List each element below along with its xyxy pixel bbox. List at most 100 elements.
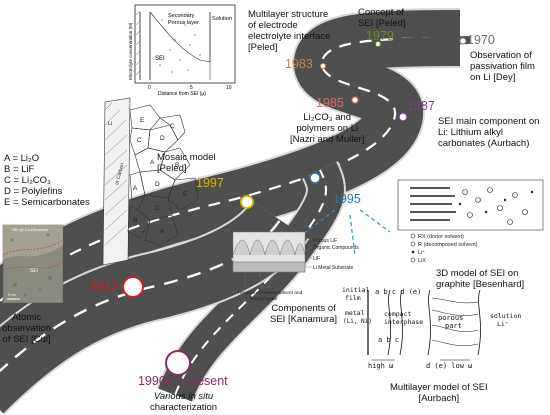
kanamura-figure: Porous LiF Organic Compounds LiF Li Meta… [232, 231, 359, 302]
svg-text:A: A [160, 228, 165, 235]
legend-item-d: D = Polylefins [4, 186, 63, 197]
svg-text:A: A [133, 185, 138, 192]
aurbach-metal-label-1: metal [345, 309, 365, 317]
milestone-1970-line-1: Observation of [470, 50, 532, 61]
aurbach-caption: Multilayer model of SEI [Aurbach] [390, 382, 488, 404]
marker-1995 [309, 172, 321, 184]
svg-text:C: C [170, 123, 175, 130]
peled-yaxis-label: Electrolyte concentration (M) [128, 22, 133, 80]
milestone-1987-line-1: SEI main component on [438, 116, 540, 127]
milestone-1995-line-2: graphite [Besenhard] [436, 279, 525, 290]
milestone-1979-text: Concept of SEI [Peled] [358, 7, 406, 29]
milestone-1985-line-1: Li₂CO₃ and [303, 112, 352, 123]
milestone-1970-text: Observation of passivation film on Li [D… [470, 50, 535, 83]
aurbach-top-letters: a b c d (e) [375, 288, 421, 296]
milestone-1987-text: SEI main component on Li: Lithium alkyl … [438, 116, 539, 149]
year-1985: 1985 [316, 96, 344, 110]
milestone-1983-line-3: electrolyte interface [248, 31, 331, 42]
marker-1979 [375, 41, 381, 47]
aurbach-porous-label-2: part [445, 322, 462, 330]
besenhard-r-label: R (decomposed solvent) [418, 242, 478, 248]
peled-solution-label: Solution [212, 16, 232, 22]
aurbach-initial-label-1: initial [342, 286, 369, 294]
peled-xaxis-label: Distance from SEI (μ) [158, 91, 206, 97]
svg-text:B: B [133, 217, 137, 224]
cui-tem-image: SEI @ Cu Electrode SEI 5 nm [2, 224, 64, 304]
milestone-1995-line-1: 3D model of SEI on [436, 268, 519, 279]
year-1970: 1970 [467, 33, 495, 47]
svg-text:D: D [155, 181, 160, 188]
kanamura-caption-line-1: Components of [271, 303, 336, 314]
cui-scale: 5 nm [8, 293, 16, 297]
aurbach-metal-label-2: (Li, Ni) [343, 318, 372, 325]
peled-sei-label: SEI [155, 56, 165, 62]
mosaic-carbon-label: or Carbon [114, 162, 126, 185]
svg-text:B: B [175, 162, 179, 169]
aurbach-caption-line-1: Multilayer model of SEI [390, 382, 488, 393]
milestone-1997-line-1: Mosaic model [157, 152, 216, 163]
besenhard-lix-label: LiX [418, 258, 426, 264]
mosaic-model-figure [102, 97, 199, 266]
peled-porous-label: Porous layer [168, 20, 199, 26]
milestone-1983-line-4: [Peled] [248, 42, 278, 53]
cui-title: SEI @ Cu Electrode [12, 227, 49, 232]
besenhard-rx-icon [410, 233, 416, 239]
peled-secondary-label: Secondary [168, 13, 195, 19]
milestone-1987-line-3: carbonates (Aurbach) [438, 138, 530, 149]
year-1979: 1979 [366, 29, 394, 43]
svg-text:C: C [137, 137, 142, 144]
milestone-1985-line-3: [Nazri and Muller] [290, 134, 365, 145]
milestone-2017-line-2: observation [2, 323, 52, 334]
legend-item-b: B = LiF [4, 164, 35, 175]
kanamura-substrate-label: Li Metal Substrate [313, 265, 354, 271]
peled-x10: 10 [226, 85, 232, 91]
milestone-1990s-line-1: Various in situ [153, 391, 214, 402]
milestone-1983-text: Multilayer structure of electrode electr… [248, 9, 330, 53]
kanamura-reaction-label-2: lithium metal [250, 296, 277, 302]
milestone-1997-text: Mosaic model [Peled] [157, 152, 216, 174]
milestone-1979-line-2: SEI [Peled] [358, 18, 406, 29]
milestone-1987-line-2: Li: Lithium alkyl [438, 127, 503, 138]
year-1990s-present: 1990s – present [138, 374, 228, 388]
besenhard-lix-icon [410, 257, 416, 263]
aurbach-compact-label-2: interphase [384, 318, 423, 326]
aurbach-caption-line-2: [Aurbach] [418, 393, 460, 404]
aurbach-compact-label-1: compact [384, 310, 411, 318]
year-1983: 1983 [285, 57, 313, 71]
marker-1985 [351, 96, 359, 104]
svg-text:E: E [140, 117, 145, 124]
milestone-1985-text: Li₂CO₃ and polymers on Li [Nazri and Mul… [290, 112, 364, 145]
kanamura-porous-label: Porous LiF [313, 238, 337, 244]
legend-item-a: A = Li₂O [4, 153, 40, 164]
aurbach-solution-label-2: Li⁺ [497, 320, 509, 328]
year-1987: 1987 [407, 99, 435, 113]
milestone-1990s-text: Various in situ characterization [150, 391, 217, 413]
milestone-1990s-line-2: characterization [150, 402, 218, 413]
milestone-1979-line-1: Concept of [358, 7, 404, 18]
milestone-1970-line-2: passivation film [470, 61, 535, 72]
kanamura-caption-line-2: SEI [Kanamura] [270, 314, 338, 325]
milestone-1995-text: 3D model of SEI on graphite [Besenhard] [436, 268, 524, 290]
cui-sei-label: SEI [30, 268, 38, 274]
peled-multilayer-graph: Secondary Porous layer Solution SEI 0 5 … [128, 4, 236, 97]
marker-1983 [320, 63, 326, 69]
kanamura-caption: Components of SEI [Kanamura] [270, 303, 337, 325]
milestone-1970-line-3: on Li [Dey] [470, 72, 516, 83]
connector-lines-1995 [294, 209, 391, 256]
kanamura-reaction-label-1: Reaction between solvent and [238, 290, 303, 296]
milestone-2017-line-1: Atomic [12, 312, 42, 323]
milestone-1983-line-1: Multilayer structure [248, 9, 329, 20]
legend-item-e: E = Semicarbonates [4, 197, 90, 208]
besenhard-r-icon [410, 241, 416, 247]
milestone-1983-line-2: of electrode [248, 20, 298, 31]
year-1995: 1995 [333, 192, 361, 206]
aurbach-low-omega: d (e) low ω [426, 362, 472, 370]
besenhard-rx-label: RX (donor solvent) [418, 234, 464, 240]
year-1997: 1997 [196, 176, 224, 190]
besenhard-figure: RX (donor solvent) R (decomposed solvent… [397, 179, 544, 264]
peled-x5: 5 [190, 85, 193, 91]
svg-text:C: C [155, 205, 160, 212]
milestone-markers [122, 37, 467, 376]
